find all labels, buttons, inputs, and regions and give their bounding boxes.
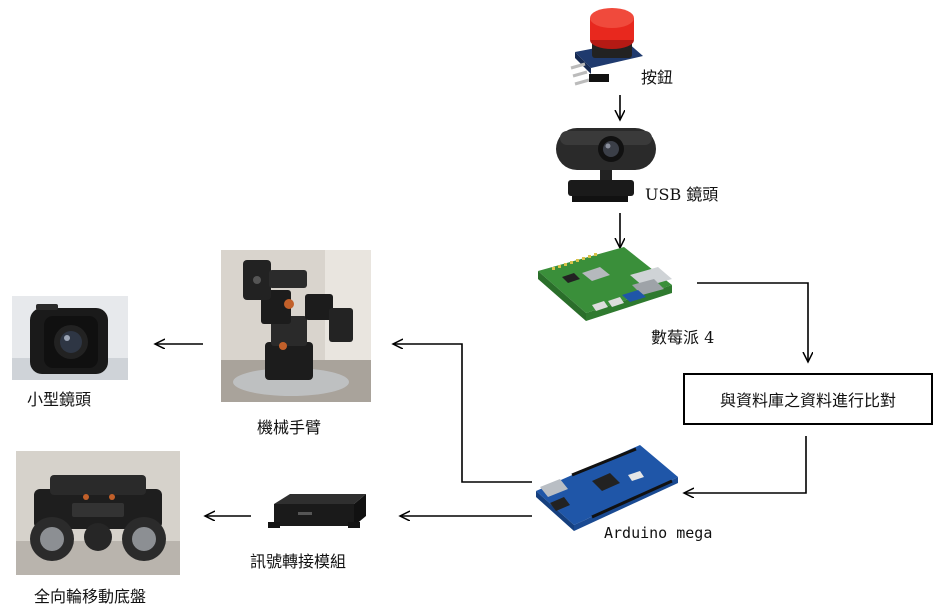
arrow-arduino-to-robot-arm xyxy=(393,344,532,483)
arrow-raspberry-pi-to-compare-box xyxy=(697,282,808,362)
chassis-label: 全向輪移動底盤 xyxy=(34,587,147,606)
chassis-image xyxy=(16,451,180,575)
arduino-image xyxy=(536,445,678,531)
raspberry-pi-label: 數莓派 4 xyxy=(651,328,715,347)
robot-arm-image xyxy=(221,250,371,402)
database-compare-box: 與資料庫之資料進行比對 xyxy=(683,373,933,425)
raspberry-pi-image xyxy=(538,247,672,321)
small-camera-image xyxy=(12,296,128,380)
usb-camera-image xyxy=(556,128,656,202)
small-camera-label: 小型鏡頭 xyxy=(27,390,92,409)
arduino-label: Arduino mega xyxy=(604,524,713,542)
robot-arm-label: 機械手臂 xyxy=(257,418,322,437)
signal-module-label: 訊號轉接模組 xyxy=(250,552,347,571)
button-label: 按鈕 xyxy=(641,68,674,87)
usb-camera-label: USB 鏡頭 xyxy=(645,185,719,204)
database-compare-label: 與資料庫之資料進行比對 xyxy=(719,391,896,410)
signal-module-image xyxy=(268,494,366,528)
push-button-image xyxy=(570,8,643,86)
arrow-compare-box-to-arduino xyxy=(684,436,807,493)
